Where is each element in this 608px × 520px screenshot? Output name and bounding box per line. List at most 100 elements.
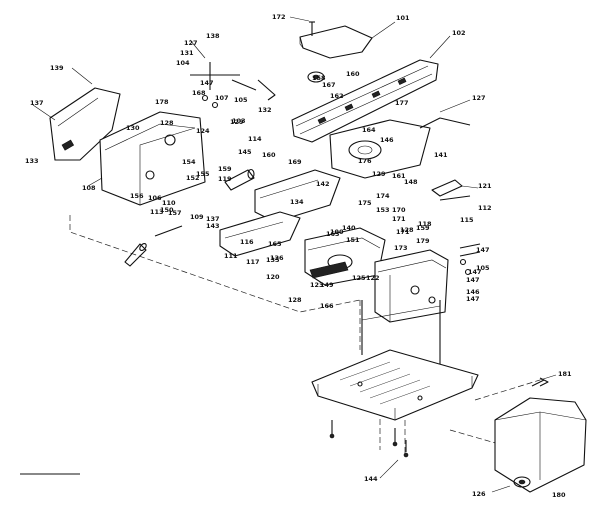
label-140: 140 (342, 224, 356, 232)
label-129: 129 (230, 118, 244, 126)
label-144: 144 (364, 475, 378, 483)
label-136: 136 (270, 254, 284, 262)
label-106: 106 (148, 194, 162, 202)
base-screws (329, 420, 409, 479)
screw-part (289, 16, 315, 36)
label-179: 179 (416, 237, 430, 245)
blade-guard-part (491, 374, 587, 493)
label-146b: 146 (466, 288, 480, 296)
label-147b: 147 (476, 246, 490, 254)
label-176: 176 (358, 157, 372, 165)
label-128: 128 (160, 119, 174, 127)
label-105b: 105 (476, 264, 490, 272)
label-131: 131 (180, 49, 194, 57)
label-115: 115 (460, 216, 474, 224)
base-plate-part (311, 349, 479, 421)
label-104: 104 (176, 59, 190, 67)
label-158: 158 (312, 74, 326, 82)
right-side-parts (431, 179, 481, 276)
label-151: 151 (346, 236, 360, 244)
label-159b: 159 (416, 224, 430, 232)
label-174: 174 (376, 192, 390, 200)
label-162: 162 (330, 92, 344, 100)
label-146: 146 (380, 136, 394, 144)
cone-handle-part (124, 225, 183, 267)
gear-housing-part (329, 99, 471, 179)
label-128c: 128 (288, 296, 302, 304)
part-number-labels: 172 101 102 127 131 138 104 139 137 147 … (25, 13, 572, 499)
label-168: 168 (192, 89, 206, 97)
motor-block-part (304, 227, 386, 286)
label-102: 102 (452, 29, 466, 37)
label-108: 108 (82, 184, 96, 192)
label-113: 113 (150, 208, 164, 216)
label-124: 124 (196, 127, 210, 135)
label-134: 134 (290, 198, 304, 206)
label-163: 163 (326, 230, 340, 238)
label-149: 149 (320, 281, 334, 289)
carriage-assembly-part (219, 169, 341, 257)
label-116: 116 (240, 238, 254, 246)
label-147e: 147 (466, 276, 480, 284)
main-housing-part (87, 111, 206, 206)
label-107: 107 (215, 94, 229, 102)
label-145: 145 (238, 148, 252, 156)
label-175: 175 (358, 199, 372, 207)
label-157: 157 (168, 209, 182, 217)
label-123: 123 (310, 281, 324, 289)
label-105: 105 (234, 96, 248, 104)
label-130: 130 (126, 124, 140, 132)
label-125: 125 (352, 274, 366, 282)
label-135: 135 (266, 256, 280, 264)
label-128b: 128 (400, 226, 414, 234)
label-127: 127 (184, 39, 198, 47)
label-167: 167 (322, 81, 336, 89)
label-117: 117 (246, 258, 260, 266)
label-177: 177 (395, 99, 409, 107)
label-152: 152 (186, 174, 200, 182)
label-121: 121 (478, 182, 492, 190)
label-161: 161 (392, 172, 406, 180)
label-137b: 137 (206, 215, 220, 223)
rail-bracket-part (291, 35, 451, 143)
left-side-casting-part (32, 67, 121, 161)
label-110: 110 (162, 199, 176, 207)
label-180: 180 (552, 491, 566, 499)
label-147c: 147 (466, 295, 480, 303)
label-147: 147 (200, 79, 214, 87)
top-cover-part (299, 21, 396, 59)
label-132: 132 (258, 106, 272, 114)
label-171: 171 (392, 215, 406, 223)
label-165: 165 (268, 240, 282, 248)
label-160b: 160 (262, 151, 276, 159)
label-138: 138 (206, 32, 220, 40)
label-173: 173 (394, 244, 408, 252)
label-181: 181 (558, 370, 572, 378)
label-100: 100 (330, 228, 344, 236)
label-119: 119 (218, 175, 232, 183)
label-120: 120 (266, 273, 280, 281)
label-169: 169 (288, 158, 302, 166)
label-127b: 127 (472, 94, 486, 102)
label-160: 160 (346, 70, 360, 78)
label-122: 122 (366, 274, 380, 282)
label-126: 126 (472, 490, 486, 498)
label-154: 154 (182, 158, 196, 166)
label-114: 114 (248, 135, 262, 143)
label-153: 153 (376, 206, 390, 214)
label-166: 166 (320, 302, 334, 310)
linkage-parts (189, 39, 276, 109)
label-159: 159 (218, 165, 232, 173)
label-170: 170 (392, 206, 406, 214)
label-142: 142 (316, 180, 330, 188)
label-148: 148 (404, 178, 418, 186)
label-164: 164 (362, 126, 376, 134)
column-part (361, 300, 441, 365)
label-147d: 147 (468, 268, 482, 276)
label-103: 103 (232, 117, 246, 125)
shaft-part (224, 168, 255, 191)
label-118: 118 (418, 220, 432, 228)
label-172: 172 (272, 13, 286, 21)
label-155: 155 (196, 170, 210, 178)
